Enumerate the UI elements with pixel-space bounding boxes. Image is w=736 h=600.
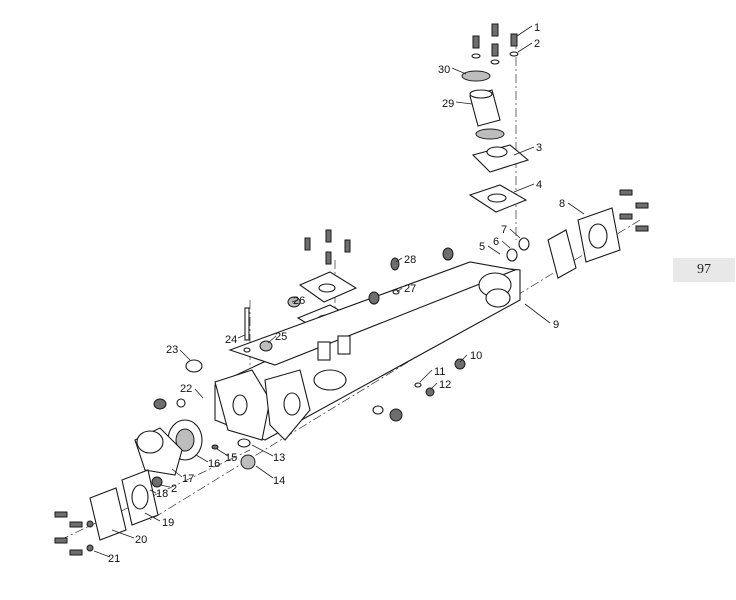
callout-25: 25 [275,331,287,343]
callout-24: 24 [225,334,237,346]
callout-26: 26 [293,295,305,307]
callout-16: 16 [208,458,220,470]
callout-9: 9 [553,319,559,331]
callout-19: 19 [162,517,174,529]
callout-17: 17 [182,473,194,485]
outlet-stack [461,70,530,213]
callout-6: 6 [493,236,499,248]
callout-22: 22 [180,383,192,395]
callout-5: 5 [479,241,485,253]
callout-10: 10 [470,350,482,362]
top-screws [471,23,519,65]
callout-3: 3 [536,142,542,154]
callout-21: 21 [108,553,120,565]
callout-11: 11 [434,366,445,378]
callout-2: 2 [534,38,540,50]
callout-20: 20 [135,534,147,546]
callout-23: 23 [166,344,178,356]
thermostat-group [54,419,203,556]
leader-lines [93,25,585,558]
callout-4: 4 [536,179,542,191]
callout-1: 1 [534,22,540,34]
callout-13: 13 [273,452,285,464]
manifold-body [214,261,521,441]
callout-27: 27 [404,283,416,295]
page-number-tab: 97 [673,258,735,282]
page-number: 97 [697,262,711,277]
callout-2-lower: 2 [171,483,177,495]
callout-28: 28 [404,254,416,266]
callout-15: 15 [225,452,237,464]
callout-12: 12 [439,379,451,391]
callout-labels: 1 2 30 29 3 4 8 7 6 5 28 27 26 9 24 25 2… [108,22,565,565]
callout-30: 30 [438,64,450,76]
callout-8: 8 [559,198,565,210]
callout-18: 18 [156,488,168,500]
small-fittings [153,247,466,470]
callout-7: 7 [501,224,507,236]
callout-14: 14 [273,475,285,487]
callout-29: 29 [442,98,454,110]
right-flange-group [506,189,649,279]
